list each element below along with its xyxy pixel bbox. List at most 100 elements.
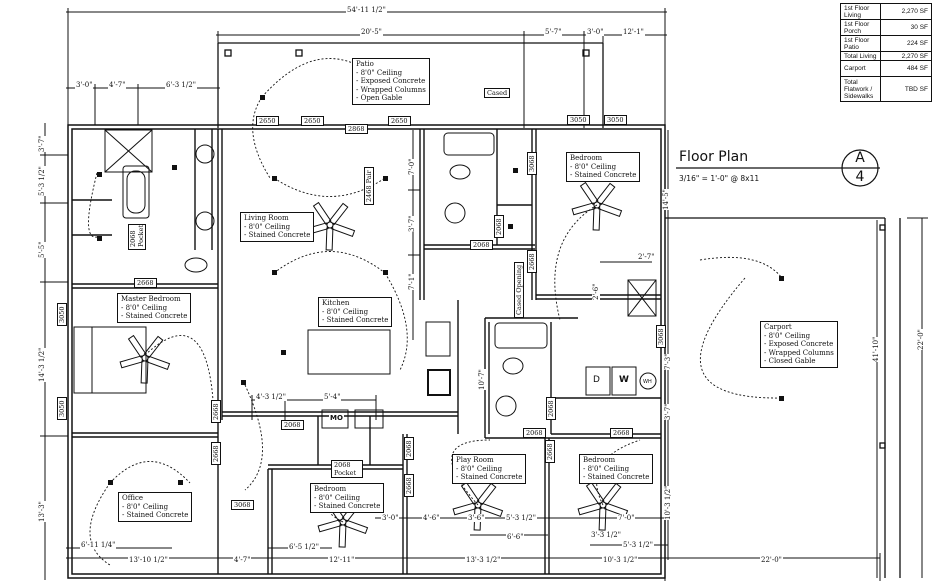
- kitchen-island: [307, 329, 391, 375]
- room-note: - Stained Concrete: [456, 473, 523, 481]
- dryer: [585, 366, 611, 396]
- dimension-label: 5'-3 1/2": [38, 166, 46, 196]
- room-name: Carport: [764, 323, 792, 331]
- door-tag: 3068: [656, 325, 666, 348]
- dimension-label: 12'-11": [328, 556, 356, 564]
- dimension-label: 12'-1": [622, 28, 645, 36]
- door-tag: 2068 Pocket: [331, 460, 363, 478]
- door-tag: 3068: [231, 500, 254, 510]
- window-tag: 3050: [604, 115, 627, 125]
- dimension-label: 3'-7": [38, 135, 46, 152]
- room-label-bedroom: Bedroom- 8'0" Ceiling- Stained Concrete: [579, 454, 654, 484]
- room-label-bedroom: Bedroom- 8'0" Ceiling- Stained Concrete: [310, 483, 385, 513]
- door-tag: 2668: [404, 474, 414, 497]
- door-tag: 2468 Pair: [364, 167, 374, 205]
- dimension-label: 3'-7": [408, 215, 416, 232]
- door-tag: 2668: [134, 278, 157, 288]
- dimension-label: 5'-3 1/2": [505, 514, 537, 522]
- room-note: - Stained Concrete: [322, 316, 389, 324]
- cased-opening-tag: Cased: [484, 88, 511, 98]
- window-tag: 3050: [57, 397, 67, 420]
- room-note: - Closed Gable: [764, 357, 816, 365]
- dimension-label: 20'-5": [360, 28, 383, 36]
- drawing-title: Floor Plan: [679, 149, 749, 165]
- door-tag: 2868: [345, 124, 368, 134]
- room-name: Patio: [356, 60, 374, 68]
- room-note: - Wrapped Columns: [356, 85, 426, 94]
- dimension-label: 3'-3 1/2": [590, 531, 622, 539]
- dimension-label: 54'-11 1/2": [346, 6, 387, 14]
- door-tag: 2068: [546, 397, 556, 420]
- room-name: Bedroom: [583, 456, 616, 464]
- room-note: - 8'0" Ceiling: [121, 303, 168, 312]
- room-note: - 8'0" Ceiling: [570, 162, 617, 171]
- fridge: [425, 321, 451, 357]
- window-tag: 2650: [256, 116, 279, 126]
- dimension-label: 6'-3 1/2": [165, 81, 197, 89]
- room-note: - 8'0" Ceiling: [583, 464, 630, 473]
- tub: [494, 322, 548, 349]
- sink: [195, 144, 215, 164]
- dimension-label: 22'-0": [917, 329, 925, 350]
- window-tag: 3050: [567, 115, 590, 125]
- area-label: Carport: [839, 60, 882, 77]
- fixtures: [73, 129, 657, 429]
- room-note: - 8'0" Ceiling: [314, 493, 361, 502]
- area-label: Total Flatwork / Sidewalks: [839, 76, 882, 102]
- dimension-label: 3'-6": [467, 514, 486, 522]
- room-name: Bedroom: [570, 154, 603, 162]
- door-tag: 2068: [470, 240, 493, 250]
- door-tag: 2068 Pocket: [128, 224, 146, 250]
- door-tag: 2668: [527, 250, 537, 273]
- room-note: - Stained Concrete: [121, 312, 188, 320]
- door-tag: 2668: [211, 442, 221, 465]
- window-tag: 2650: [388, 116, 411, 126]
- cased-opening-tag: Cased Opening: [514, 261, 524, 318]
- door-tag: 2668: [610, 428, 633, 438]
- room-name: Master Bedroom: [121, 295, 181, 303]
- dimension-label: 7'-0": [617, 514, 636, 522]
- electrical-wiring: [88, 58, 783, 566]
- dimension-label: 6'-11 1/4": [80, 541, 117, 549]
- dimension-label: 6'-5 1/2": [288, 543, 320, 551]
- dimension-label: 2'-6": [592, 283, 600, 300]
- dimension-label: 41'-10": [872, 336, 880, 362]
- dimension-label: 5'-4": [323, 393, 342, 401]
- door-tag: 2068: [494, 215, 504, 238]
- room-name: Play Room: [456, 456, 494, 464]
- dimension-label: 6'-6": [506, 533, 525, 541]
- door-tag: 2068: [281, 420, 304, 430]
- room-label-office: Office- 8'0" Ceiling- Stained Concrete: [118, 492, 193, 522]
- sheet-letter: A: [855, 150, 865, 166]
- dimension-label: 14'-3 1/2": [38, 347, 46, 382]
- dimension-label: 7'-0": [408, 158, 416, 175]
- dimension-label: 10'-7": [478, 369, 486, 390]
- washer: [611, 366, 637, 396]
- area-label: 1st Floor Patio: [839, 35, 882, 52]
- bed: [73, 326, 147, 394]
- door-tag: 2668: [211, 400, 221, 423]
- room-note: - Open Gable: [356, 94, 403, 102]
- master-tub: [122, 165, 150, 219]
- room-label-carport: Carport- 8'0" Ceiling- Exposed Concrete-…: [760, 321, 838, 368]
- washer-label: W: [618, 375, 630, 385]
- dimension-label: 5'-7": [544, 28, 563, 36]
- room-note: - 8'0" Ceiling: [456, 464, 503, 473]
- dimension-label: 10'-3 1/2": [602, 556, 639, 564]
- room-label-master-bedroom: Master Bedroom- 8'0" Ceiling- Stained Co…: [117, 293, 192, 323]
- window-tag: 3050: [57, 303, 67, 326]
- sheet-marker: [676, 149, 880, 187]
- room-name: Kitchen: [322, 299, 350, 307]
- window-tag: 2650: [301, 116, 324, 126]
- room-note: - Stained Concrete: [122, 511, 189, 519]
- room-label-patio: Patio- 8'0" Ceiling- Exposed Concrete- W…: [352, 58, 430, 105]
- door-tag: 2068: [404, 437, 414, 460]
- door-tag: 2068: [523, 428, 546, 438]
- door-tag: 3068: [527, 152, 537, 175]
- microwave-label: MO: [329, 414, 344, 422]
- dimension-label: 10'-3 1/2": [664, 485, 672, 520]
